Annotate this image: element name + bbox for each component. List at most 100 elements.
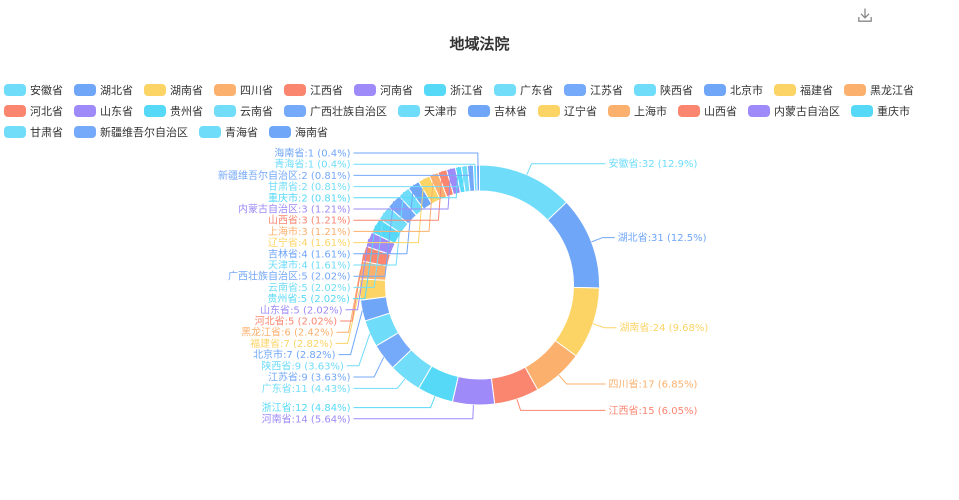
slice-label: 福建省:7 (2.82%) — [250, 337, 333, 350]
slice-label-name: 北京市 — [253, 348, 283, 361]
slice-label-name: 青海省 — [274, 158, 304, 171]
legend-label: 新疆维吾尔自治区 — [100, 125, 188, 139]
legend-item[interactable]: 吉林省 — [468, 103, 527, 118]
slice-label-value: :2 — [298, 182, 308, 193]
legend-item[interactable]: 广东省 — [494, 82, 553, 97]
legend-item[interactable]: 河北省 — [4, 103, 63, 118]
label-line — [353, 212, 385, 288]
label-line — [335, 289, 361, 344]
legend-item[interactable]: 青海省 — [199, 124, 258, 139]
legend-item[interactable]: 江苏省 — [564, 82, 623, 97]
chart-title: 地域法院 — [449, 35, 510, 53]
slice-label-percent: (5.64%) — [308, 414, 351, 425]
legend-item[interactable]: 湖北省 — [74, 82, 133, 97]
legend-label: 广东省 — [520, 83, 553, 97]
slice-label-value: :15 — [639, 406, 655, 417]
legend-swatch — [199, 125, 221, 138]
slice-label: 重庆市:2 (0.81%) — [268, 191, 351, 204]
legend-item[interactable]: 浙江省 — [424, 82, 483, 97]
label-line — [353, 163, 476, 166]
label-line — [353, 152, 479, 166]
slice-label-name: 辽宁省 — [268, 236, 298, 249]
legend-item[interactable]: 上海市 — [608, 103, 667, 118]
legend-item[interactable]: 海南省 — [269, 124, 328, 139]
slice-label-value: :7 — [280, 339, 290, 350]
slice-label-name: 河北省 — [255, 315, 285, 328]
slice-label: 陕西省:9 (3.63%) — [261, 359, 344, 372]
label-line — [353, 166, 459, 199]
legend-item[interactable]: 湖南省 — [144, 82, 203, 97]
legend-item[interactable]: 新疆维吾尔自治区 — [74, 124, 188, 139]
pie-slice[interactable] — [479, 164, 568, 221]
slice-label-percent: (1.61%) — [308, 261, 351, 272]
slice-label-percent: (2.42%) — [291, 328, 334, 339]
slice-label-percent: (2.02%) — [294, 317, 337, 328]
slice-label-name: 上海市 — [268, 225, 298, 238]
legend-swatch — [284, 104, 306, 117]
slice-label-value: :5 — [297, 294, 307, 305]
download-icon — [858, 8, 872, 22]
slice-label: 江苏省:9 (3.63%) — [268, 371, 351, 384]
slice-label: 北京市:7 (2.82%) — [253, 348, 336, 361]
slice-label-name: 河南省 — [262, 412, 292, 425]
slice-label-percent: (3.63%) — [301, 361, 344, 372]
slice-label-value: :11 — [292, 384, 308, 395]
download-button[interactable] — [854, 4, 876, 26]
legend-label: 湖南省 — [170, 83, 203, 97]
legend-item[interactable]: 陕西省 — [634, 82, 693, 97]
label-line — [346, 333, 371, 367]
legend-item[interactable]: 江西省 — [284, 82, 343, 97]
legend-item[interactable]: 黑龙江省 — [844, 82, 914, 97]
slice-label: 甘肃省:2 (0.81%) — [268, 180, 351, 193]
legend-swatch — [494, 83, 516, 96]
slice-label-value: :4 — [298, 261, 308, 272]
pie-slice[interactable] — [359, 278, 387, 301]
pie-slice[interactable] — [546, 201, 600, 289]
slice-label-name: 海南省 — [274, 147, 304, 160]
slice-label-percent: (3.63%) — [308, 373, 351, 384]
legend-item[interactable]: 天津市 — [398, 103, 457, 118]
legend-item[interactable]: 云南省 — [214, 103, 273, 118]
legend-swatch — [424, 83, 446, 96]
slice-label-value: :4 — [298, 238, 308, 249]
label-line — [353, 174, 435, 232]
legend-swatch — [4, 83, 26, 96]
slice-label-name: 云南省 — [268, 281, 298, 294]
legend-swatch — [74, 104, 96, 117]
slice-label-value: :3 — [298, 216, 308, 227]
slice-label-value: :3 — [298, 205, 308, 216]
legend-item[interactable]: 安徽省 — [4, 82, 63, 97]
legend-item[interactable]: 四川省 — [214, 82, 273, 97]
slice-label-value: :5 — [298, 272, 308, 283]
legend-item[interactable]: 重庆市 — [851, 103, 910, 118]
legend-swatch — [4, 125, 26, 138]
legend-item[interactable]: 福建省 — [774, 82, 833, 97]
legend-label: 天津市 — [424, 104, 457, 118]
legend-item[interactable]: 贵州省 — [144, 103, 203, 118]
label-line — [345, 239, 370, 311]
legend-item[interactable]: 山东省 — [74, 103, 133, 118]
slice-label-percent: (9.68%) — [665, 323, 708, 334]
legend-item[interactable]: 河南省 — [354, 82, 413, 97]
slice-label-percent: (1.21%) — [308, 227, 351, 238]
slice-label: 吉林省:4 (1.61%) — [268, 247, 351, 260]
legend-item[interactable]: 内蒙古自治区 — [748, 103, 840, 118]
slice-label: 山东省:5 (2.02%) — [260, 303, 343, 316]
label-line — [352, 225, 376, 300]
slice-label-name: 山西省 — [268, 214, 298, 227]
slice-label-value: :6 — [281, 328, 291, 339]
slice-label-percent: (4.84%) — [308, 403, 351, 414]
legend: 安徽省湖北省 湖南省四川省江西省河南省浙江省 广东省江苏省陕西省北京市 福建省黑龙江省… — [4, 82, 956, 139]
slice-label-percent: (1.21%) — [308, 216, 351, 227]
slice-label-value: :5 — [290, 305, 300, 316]
legend-item[interactable]: 广西壮族自治区 — [284, 103, 387, 118]
legend-item[interactable]: 北京市 — [704, 82, 763, 97]
legend-label: 福建省 — [800, 83, 833, 97]
pie-slice[interactable] — [475, 164, 480, 192]
slice-label-percent: (1.61%) — [308, 238, 351, 249]
legend-item[interactable]: 辽宁省 — [538, 103, 597, 118]
pie-slice[interactable] — [451, 375, 496, 406]
legend-item[interactable]: 山西省 — [678, 103, 737, 118]
legend-item[interactable]: 甘肃省 — [4, 124, 63, 139]
legend-swatch — [144, 104, 166, 117]
